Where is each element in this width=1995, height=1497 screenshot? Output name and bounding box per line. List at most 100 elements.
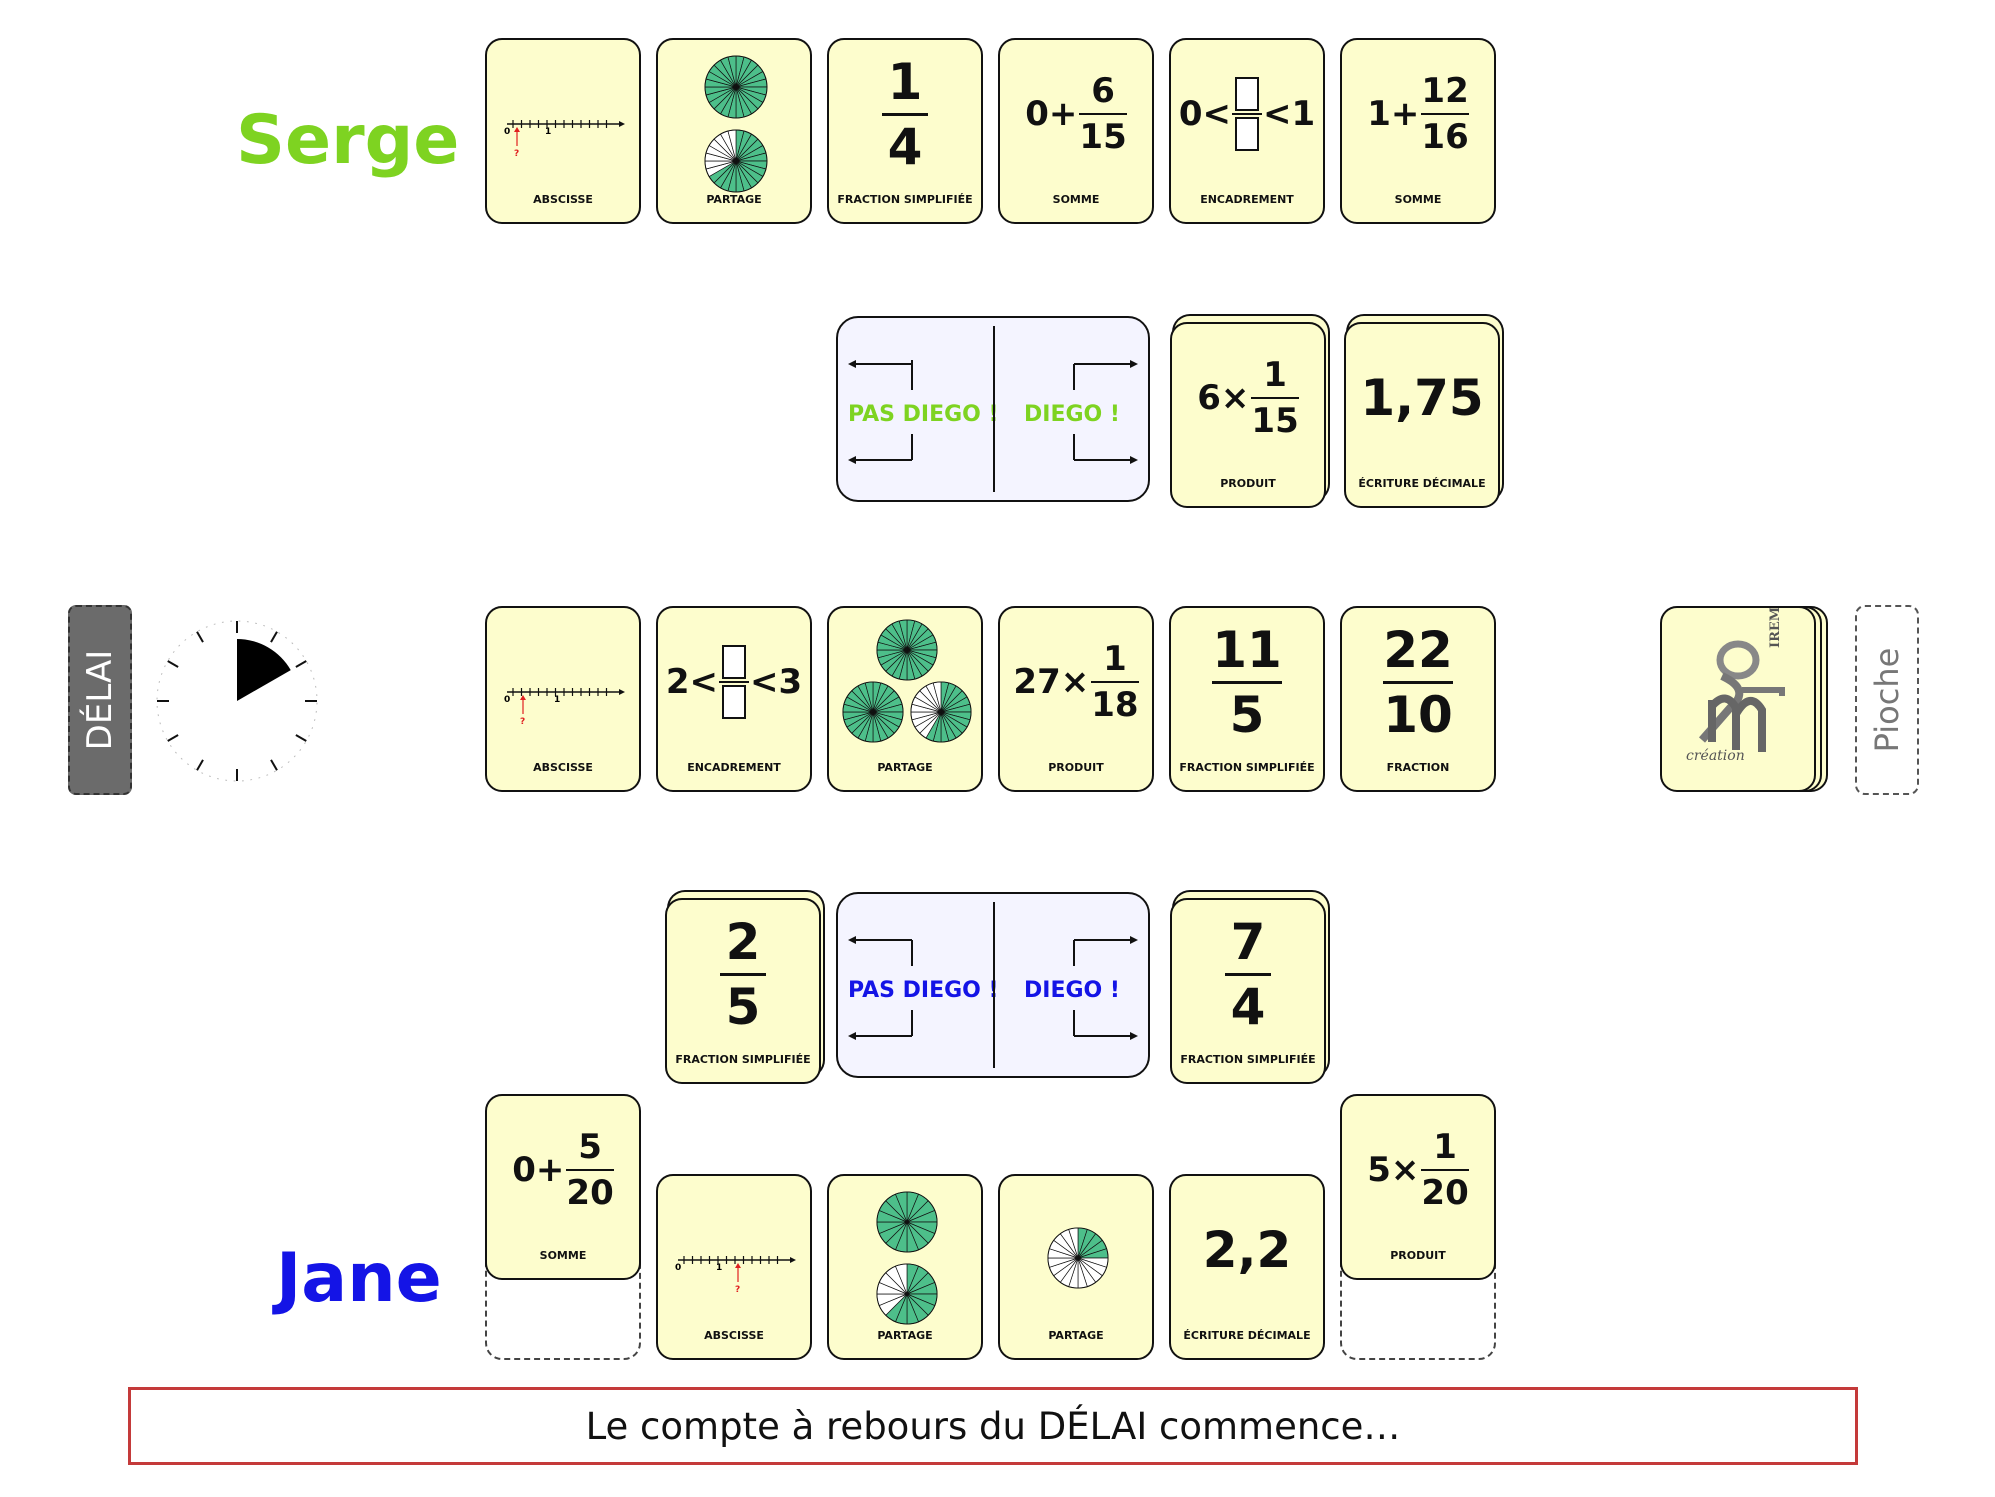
serge-card-somme[interactable]: 1+ 12 16 SOMME (1340, 38, 1496, 224)
blank-numerator-box (1235, 77, 1259, 111)
expression-prefix: 0+ (512, 1150, 565, 1190)
partage-wheel-icon (876, 1191, 938, 1253)
encadrement-left: 2< (665, 662, 718, 702)
number-line-question-mark: ? (735, 1285, 741, 1295)
jane-card-produit[interactable]: 5× 1 20 PRODUIT (1340, 1094, 1496, 1280)
number-line-zero-label: 0 (504, 695, 511, 705)
center-card-encadrement[interactable]: 2< <3 ENCADREMENT (656, 606, 812, 792)
delai-label: DÉLAI (80, 649, 120, 751)
jane-diego-board[interactable]: PAS DIEGO ! DIEGO ! (836, 892, 1150, 1078)
number-line-one-label: 1 (716, 1263, 723, 1273)
diego-divider (993, 326, 995, 492)
jane-card-partage[interactable]: PARTAGE (998, 1174, 1154, 1360)
center-card-produit[interactable]: 27× 1 18 PRODUIT (998, 606, 1154, 792)
diego-divider (993, 902, 995, 1068)
jane-card-somme[interactable]: 0+ 5 20 SOMME (485, 1094, 641, 1280)
diego-label[interactable]: DIEGO ! (1024, 978, 1120, 1003)
delai-button[interactable]: DÉLAI (68, 605, 132, 795)
card-category: ABSCISSE (533, 193, 593, 206)
serge-card-fraction-simplifiee[interactable]: 1 4 FRACTION SIMPLIFIÉE (827, 38, 983, 224)
numerator: 1 (887, 52, 923, 111)
jane-played-card-fraction-simplifiee[interactable]: 7 4 FRACTION SIMPLIFIÉE (1170, 898, 1326, 1084)
blank-denominator-box (722, 685, 746, 719)
serge-card-somme[interactable]: 0+ 6 15 SOMME (998, 38, 1154, 224)
encadrement-right: <1 (1263, 94, 1316, 134)
expression-prefix: 5× (1367, 1150, 1420, 1190)
irem-caen-text: IREM CAEN (1768, 608, 1783, 648)
denominator: 10 (1383, 685, 1453, 744)
number-line-zero-label: 0 (504, 127, 511, 137)
numerator: 6 (1091, 71, 1115, 111)
timer-clock-icon (156, 620, 318, 782)
card-category: SOMME (539, 1249, 587, 1262)
serge-card-partage[interactable]: PARTAGE (656, 38, 812, 224)
numerator: 1 (1433, 1127, 1457, 1167)
expression-prefix: 0+ (1025, 94, 1078, 134)
jane-card-abscisse[interactable]: 0 1 ? ABSCISSE (656, 1174, 812, 1360)
diego-bracket-arrows (1073, 360, 1138, 464)
card-category: PARTAGE (877, 1329, 933, 1342)
denominator: 5 (1229, 685, 1265, 744)
serge-played-card-produit[interactable]: 6× 1 15 PRODUIT (1170, 322, 1326, 508)
encadrement-left: 0< (1178, 94, 1231, 134)
decimal-value: 1,75 (1360, 369, 1484, 427)
card-category: ABSCISSE (704, 1329, 764, 1342)
pas-diego-bracket-arrows (848, 360, 913, 464)
card-category: ÉCRITURE DÉCIMALE (1358, 477, 1486, 490)
denominator: 15 (1251, 401, 1299, 441)
pas-diego-label[interactable]: PAS DIEGO ! (848, 402, 999, 427)
card-category: SOMME (1394, 193, 1442, 206)
center-card-fraction[interactable]: 22 10 FRACTION (1340, 606, 1496, 792)
number-line-icon (678, 1256, 796, 1282)
numerator: 5 (578, 1127, 602, 1167)
expression-prefix: 6× (1197, 378, 1250, 418)
blank-numerator-box (722, 645, 746, 679)
partage-wheel-icon (704, 129, 768, 193)
denominator: 20 (1421, 1173, 1469, 1213)
card-category: PARTAGE (706, 193, 762, 206)
card-category: PRODUIT (1048, 761, 1104, 774)
pioche-button[interactable]: Pioche (1855, 605, 1919, 795)
encadrement-right: <3 (750, 662, 803, 702)
status-message-box: Le compte à rebours du DÉLAI commence… (128, 1387, 1858, 1465)
jane-card-partage[interactable]: PARTAGE (827, 1174, 983, 1360)
partage-wheel-icon (910, 681, 972, 743)
denominator: 4 (1230, 977, 1266, 1036)
card-category: FRACTION SIMPLIFIÉE (1179, 761, 1315, 774)
partage-wheel-icon (876, 1263, 938, 1325)
card-category: FRACTION SIMPLIFIÉE (675, 1053, 811, 1066)
center-card-fraction-simplifiee[interactable]: 11 5 FRACTION SIMPLIFIÉE (1169, 606, 1325, 792)
numerator: 12 (1421, 71, 1469, 111)
number-line-one-label: 1 (545, 127, 552, 137)
diego-label[interactable]: DIEGO ! (1024, 402, 1120, 427)
irem-caen-logo (1698, 640, 1785, 752)
number-line-question-mark: ? (514, 149, 520, 159)
serge-diego-board[interactable]: PAS DIEGO ! DIEGO ! (836, 316, 1150, 502)
center-card-partage[interactable]: PARTAGE (827, 606, 983, 792)
jane-card-ecriture-decimale[interactable]: 2,2 ÉCRITURE DÉCIMALE (1169, 1174, 1325, 1360)
card-category: PRODUIT (1390, 1249, 1446, 1262)
card-category: ENCADREMENT (687, 761, 781, 774)
deck-top-card[interactable]: IREM CAEN création (1660, 606, 1816, 792)
status-message-text: Le compte à rebours du DÉLAI commence… (585, 1404, 1401, 1448)
partage-wheel-icon (1047, 1227, 1109, 1289)
card-category: FRACTION SIMPLIFIÉE (1180, 1053, 1316, 1066)
numerator: 2 (725, 912, 761, 971)
serge-card-abscisse[interactable]: 0 1 ? ABSCISSE (485, 38, 641, 224)
card-category: SOMME (1052, 193, 1100, 206)
number-line-one-label: 1 (554, 695, 561, 705)
diego-bracket-arrows (1073, 936, 1138, 1040)
pas-diego-label[interactable]: PAS DIEGO ! (848, 978, 999, 1003)
number-line-question-mark: ? (520, 717, 526, 727)
denominator: 20 (566, 1173, 614, 1213)
center-card-abscisse[interactable]: 0 1 ? ABSCISSE (485, 606, 641, 792)
denominator: 18 (1091, 685, 1139, 725)
serge-played-card-ecriture-decimale[interactable]: 1,75 ÉCRITURE DÉCIMALE (1344, 322, 1500, 508)
player-name-jane: Jane (276, 1239, 442, 1318)
card-category: FRACTION (1386, 761, 1450, 774)
partage-wheel-icon (876, 619, 938, 681)
serge-card-encadrement[interactable]: 0< <1 ENCADREMENT (1169, 38, 1325, 224)
blank-denominator-box (1235, 117, 1259, 151)
jane-played-card-fraction-simplifiee[interactable]: 2 5 FRACTION SIMPLIFIÉE (665, 898, 821, 1084)
numerator: 22 (1383, 620, 1453, 679)
